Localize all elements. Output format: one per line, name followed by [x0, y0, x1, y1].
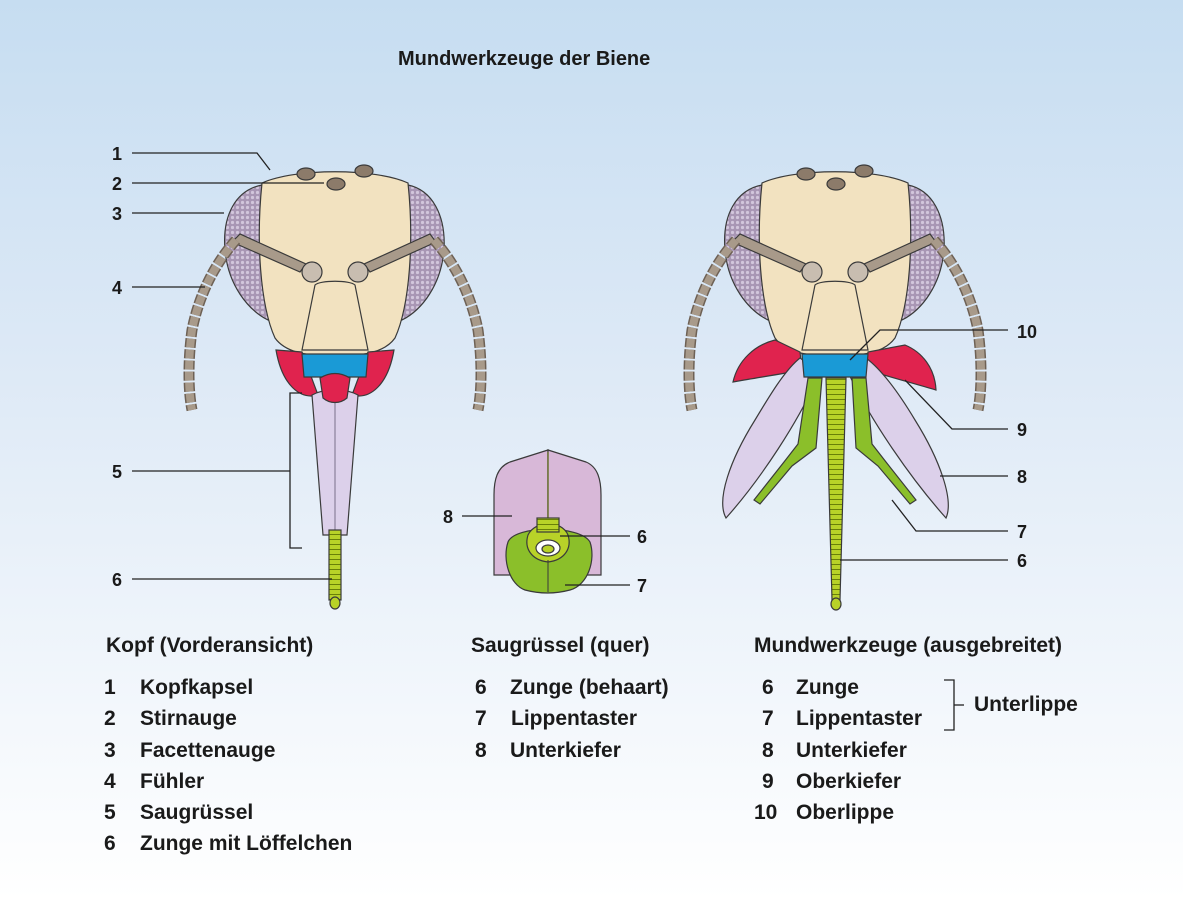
spread-view-head	[683, 164, 987, 611]
legend-item: 2 Stirnauge	[104, 707, 404, 738]
legend-number: 5	[104, 801, 116, 825]
legend-label: Unterkiefer	[510, 738, 621, 762]
legend-item: 4 Fühler	[104, 770, 404, 801]
legend-item: 10 Oberlippe	[754, 801, 954, 832]
callout-4: 4	[112, 278, 123, 298]
tongue-spoon	[329, 596, 341, 610]
legend-number: 6	[104, 832, 116, 856]
callout-6: 6	[112, 570, 123, 590]
front-leader-lines	[132, 152, 332, 580]
legend-label: Zunge mit Löffelchen	[140, 832, 353, 856]
legend-label: Kopfkapsel	[140, 676, 254, 699]
unterlippe-label: Unterlippe	[974, 693, 1078, 716]
heading-spread-view: Mundwerkzeuge (ausgebreitet)	[754, 634, 1063, 657]
spread-callout-6: 6	[1017, 551, 1028, 571]
legend-item: 6 Zunge (behaart)	[475, 676, 715, 707]
tongue	[328, 529, 342, 601]
clypeus	[301, 280, 369, 351]
legend-item: 7 Lippentaster	[475, 707, 715, 738]
legend-item: 1 Kopfkapsel	[104, 676, 404, 707]
section-callout-8: 8	[443, 507, 454, 527]
callout-2: 2	[112, 174, 123, 194]
legend-item: 9 Oberkiefer	[754, 770, 954, 801]
legend-item: 5 Saugrüssel	[104, 801, 404, 832]
spread-callout-10: 10	[1017, 322, 1038, 342]
section-leader-lines	[462, 515, 630, 586]
section-callout-7: 7	[637, 576, 648, 596]
legend-number: 3	[104, 738, 116, 762]
heading-front-view: Kopf (Vorderansicht)	[106, 634, 314, 657]
ocellus	[296, 167, 316, 181]
antenna-socket	[301, 261, 323, 283]
legend-label: Stirnauge	[140, 707, 237, 731]
legend-number: 6	[475, 676, 487, 699]
legend-number: 9	[762, 769, 774, 793]
spread-labial-palp-left	[753, 377, 823, 505]
antenna-socket	[347, 261, 369, 283]
callout-1: 1	[112, 144, 123, 164]
legend-number: 4	[104, 769, 116, 793]
spread-maxilla-left	[722, 357, 821, 520]
callout-3: 3	[112, 204, 123, 224]
legend-number: 7	[762, 707, 774, 731]
spread-callout-9: 9	[1017, 420, 1028, 440]
spread-maxilla-right	[847, 357, 949, 520]
spread-callout-7: 7	[1017, 522, 1028, 542]
legend-label: Oberkiefer	[796, 769, 902, 793]
front-view-head	[183, 164, 487, 610]
legend-item: 6 Zunge mit Löffelchen	[104, 832, 404, 863]
legend-label: Fühler	[140, 769, 205, 793]
legend-cross-section: 6 Zunge (behaart) 7 Lippentaster 8 Unterkie…	[475, 676, 715, 770]
legend-number: 8	[475, 738, 487, 762]
spread-callout-8: 8	[1017, 467, 1028, 487]
spread-leader-lines	[840, 329, 1008, 561]
legend-label: Zunge	[796, 676, 859, 699]
upper-lip	[301, 353, 369, 378]
legend-number: 7	[475, 707, 487, 731]
ocellus	[354, 164, 374, 178]
legend-label: Oberlippe	[796, 801, 895, 825]
legend-item: 6 Zunge	[754, 676, 954, 707]
legend-item: 7 Lippentaster	[754, 707, 954, 738]
legend-label: Unterkiefer	[796, 738, 907, 762]
legend-label: Lippentaster	[511, 707, 638, 731]
legend-front-view: 1 Kopfkapsel 2 Stirnauge 3 Facettenauge 4 Fü…	[104, 676, 404, 864]
heading-cross-section: Saugrüssel (quer)	[471, 634, 650, 657]
legend-number: 8	[762, 738, 774, 762]
legend-label: Zunge (behaart)	[510, 676, 669, 699]
section-callout-6: 6	[637, 527, 648, 547]
head-capsule	[258, 171, 412, 357]
spread-labial-palp-right	[851, 377, 917, 505]
ocellus	[326, 177, 346, 191]
legend-item: 8 Unterkiefer	[754, 739, 954, 770]
legend-number: 6	[762, 676, 774, 699]
legend-number: 1	[104, 676, 116, 699]
legend-label: Lippentaster	[796, 707, 923, 731]
diagram-title: Mundwerkzeuge der Biene	[398, 48, 651, 70]
legend-label: Facettenauge	[140, 738, 276, 762]
legend-number: 2	[104, 707, 116, 731]
legend-spread-view: 6 Zunge 7 Lippentaster 8 Unterkiefer 9 Oberk…	[754, 676, 954, 832]
legend-number: 10	[754, 801, 778, 825]
callout-5: 5	[112, 462, 123, 482]
legend-label: Saugrüssel	[140, 801, 254, 825]
legend-item: 8 Unterkiefer	[475, 739, 715, 770]
proboscis-cross-section	[493, 449, 602, 594]
spread-tongue	[825, 377, 847, 601]
legend-item: 3 Facettenauge	[104, 739, 404, 770]
